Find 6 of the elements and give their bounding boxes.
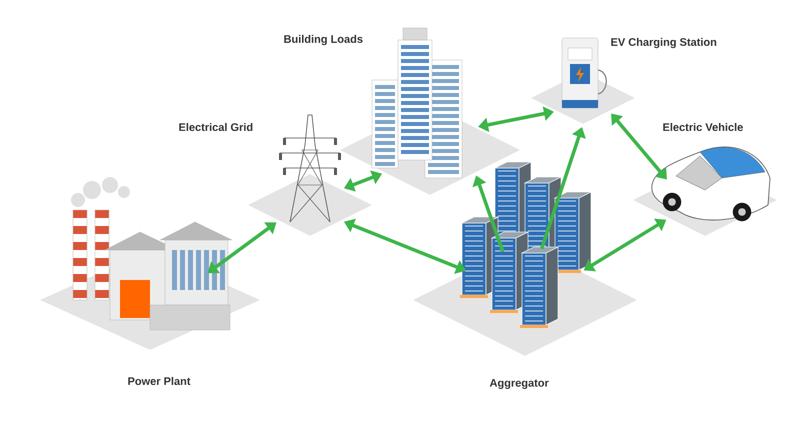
node-label: Aggregator [490,379,549,389]
node-label: EV Charging Station [611,38,716,48]
node-label: Building Loads [284,34,363,46]
node-label: Power Plant [128,376,190,386]
node-label: Electric Vehicle [663,122,743,132]
node-label: Electrical Grid [179,122,252,132]
